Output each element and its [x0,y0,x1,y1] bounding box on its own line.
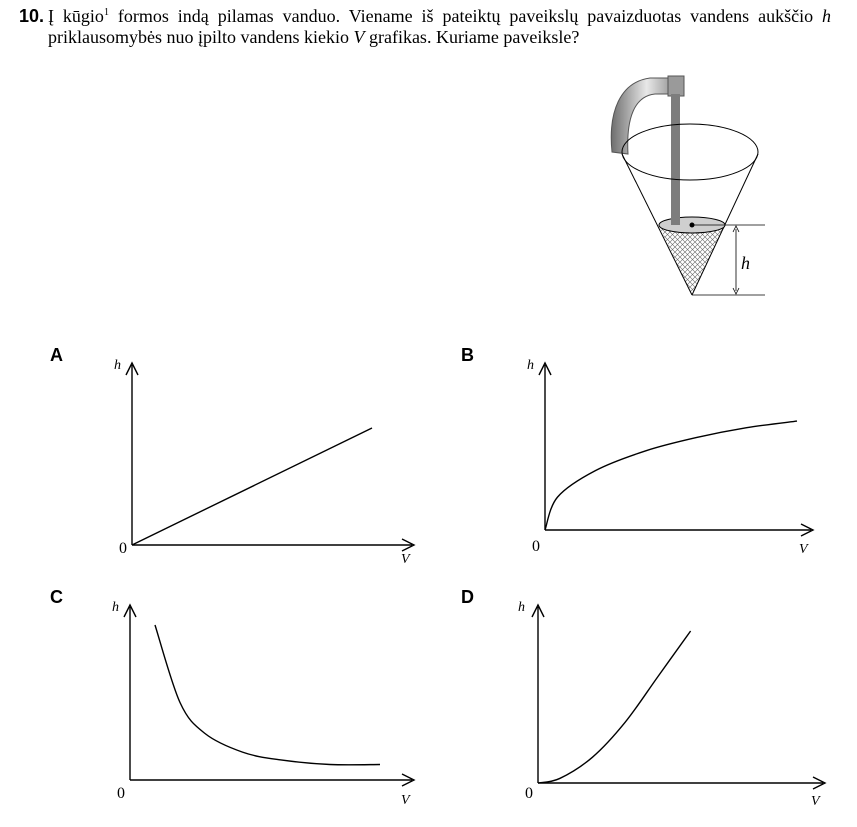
curve-convex [537,630,692,784]
cone-faucet-illustration: h [600,72,770,307]
graph-letter: A [50,345,63,365]
question-number: 10. [19,6,45,26]
y-axis-label: h [112,600,119,615]
graph-b: B h V 0 [461,345,857,585]
height-label: h [741,253,750,273]
curve-sqrt [544,420,798,531]
graph-d: D h V 0 [461,587,857,827]
x-axis-label: V [401,552,410,567]
graph-letter: B [461,345,474,365]
cone-rim [621,123,759,181]
origin-label: 0 [119,540,127,557]
x-axis-label: V [811,794,820,809]
water-stream [671,94,680,222]
water-body [659,226,725,295]
graph-c: C h V 0 [50,587,470,827]
origin-label: 0 [532,538,540,555]
question-block: 10. Į kūgio1 formos indą pilamas vanduo.… [19,6,831,48]
y-axis-label: h [518,600,525,615]
curve-linear [131,427,373,546]
footnote-marker: 1 [103,7,109,18]
x-axis-label: V [401,793,410,808]
curve-decreasing [154,624,381,766]
y-axis-label: h [527,358,534,373]
origin-label: 0 [117,785,125,802]
y-axis-label: h [114,358,121,373]
question-text: Į kūgio1 formos indą pilamas vanduo. Vie… [48,6,831,48]
graph-a: A h V 0 [50,345,470,585]
question-text-part1: Į kūgio [48,6,104,26]
variable-h: h [822,6,831,26]
question-text-part4: grafikas. Kuriame paveiksle? [364,27,580,47]
question-text-part3: priklausomybės nuo įpilto vandens kiekio [48,27,354,47]
origin-label: 0 [525,785,533,802]
question-text-part2: formos indą pilamas vanduo. Viename iš p… [108,6,822,26]
variable-V: V [353,27,365,47]
graph-letter: C [50,587,63,607]
x-axis-label: V [799,542,808,557]
graph-letter: D [461,587,474,607]
